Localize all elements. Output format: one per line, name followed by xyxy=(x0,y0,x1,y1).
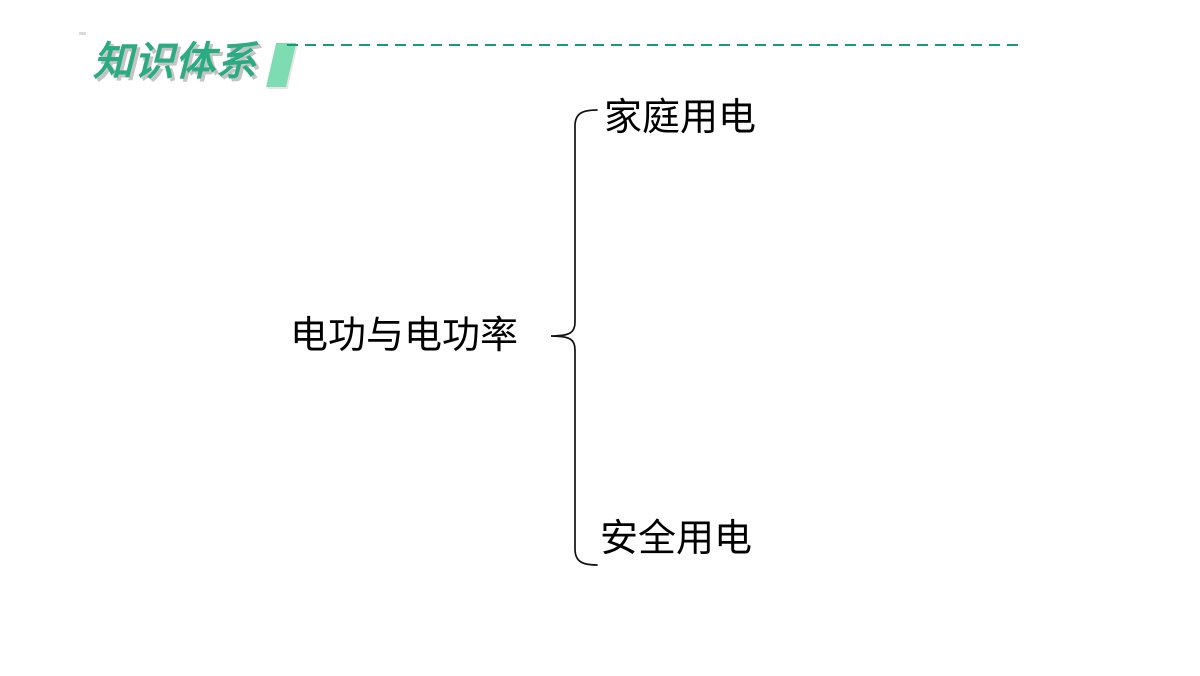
faint-stray-mark xyxy=(79,32,86,35)
curly-brace-connector-icon xyxy=(550,109,598,566)
header-dashed-line xyxy=(287,44,1018,46)
root-concept-label: 电功与电功率 xyxy=(290,315,519,357)
section-title: 知识体系 xyxy=(93,40,257,84)
branch-label-household-electricity: 家庭用电 xyxy=(604,97,757,139)
parallelogram-accent-icon xyxy=(266,43,297,87)
branch-label-safe-electricity: 安全用电 xyxy=(600,518,753,560)
